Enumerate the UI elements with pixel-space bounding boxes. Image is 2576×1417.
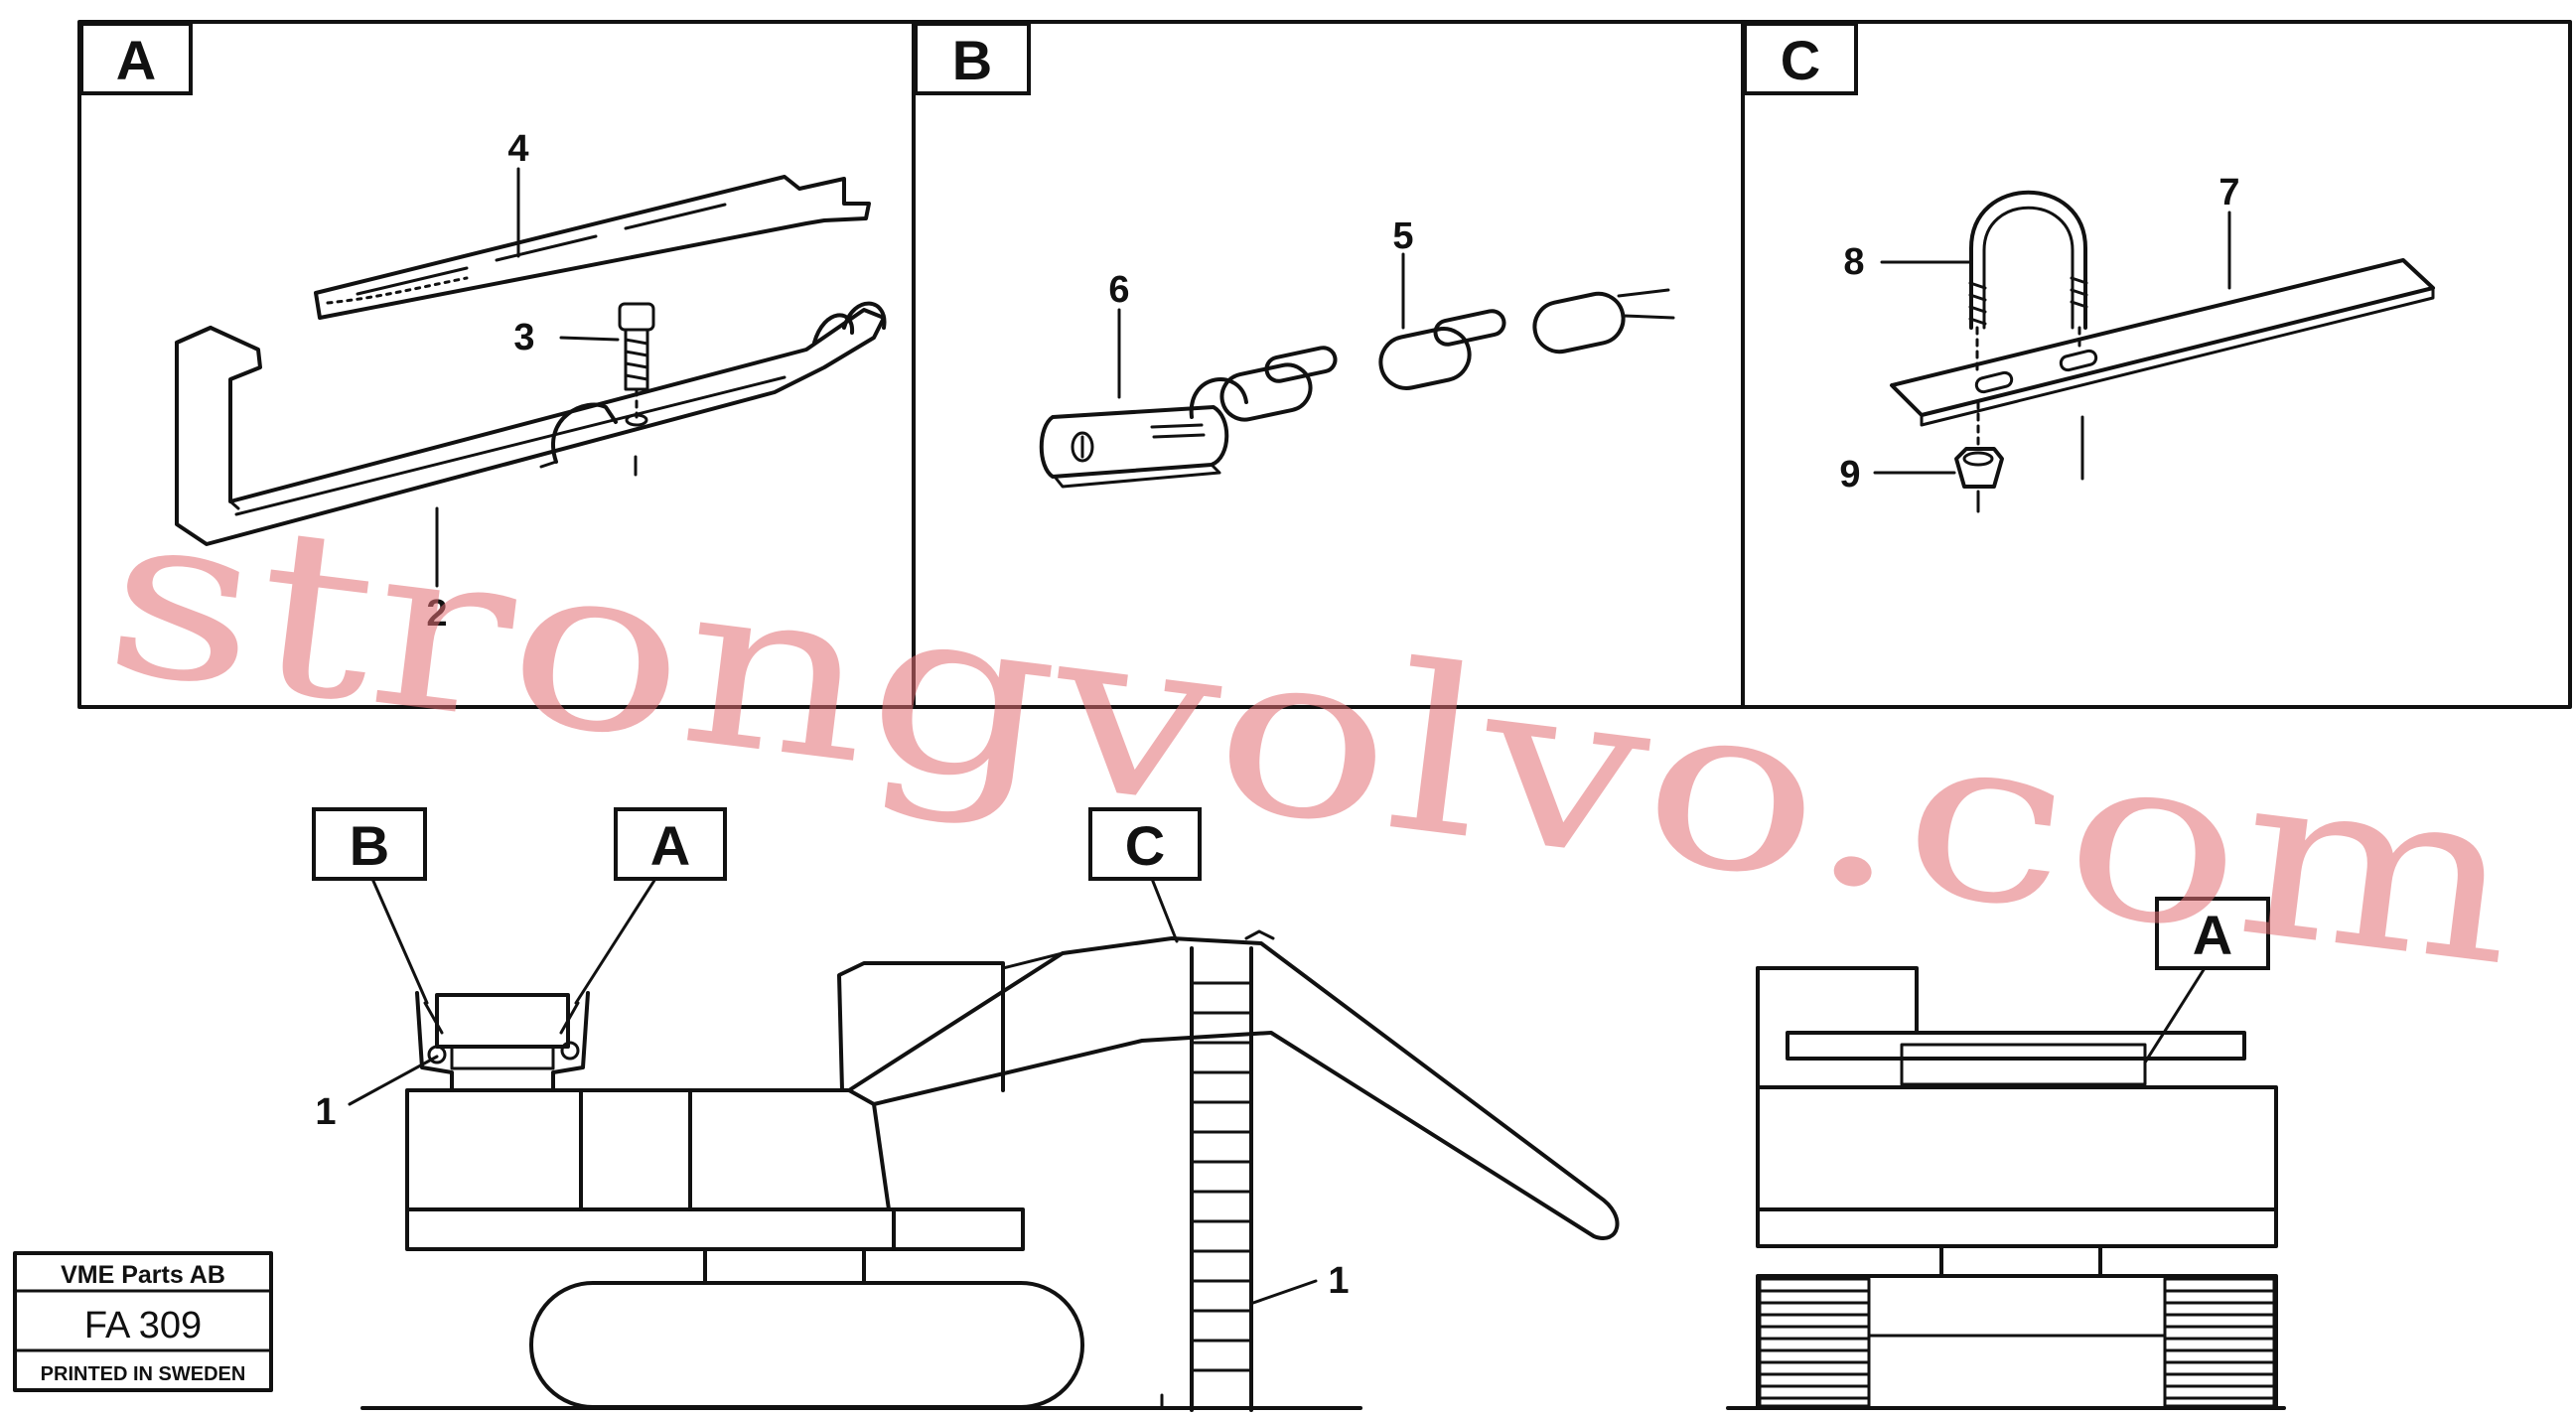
callout-letter-b: B	[350, 814, 389, 877]
chain-part-5	[1219, 288, 1675, 422]
ladder	[1190, 929, 1275, 1412]
nut-part-9	[1954, 400, 2004, 513]
title-block: VME Parts AB FA 309 PRINTED IN SWEDEN	[13, 1251, 273, 1392]
machine-front-view	[1726, 966, 2286, 1410]
callout-box-a-front	[2155, 897, 2270, 970]
part-label-9: 9	[1839, 454, 1860, 496]
panel-a-letter: A	[116, 29, 156, 91]
part-label-4: 4	[507, 128, 528, 170]
callout-letter-a-front: A	[2193, 904, 2232, 966]
callout-box-b	[312, 807, 427, 881]
padlock-part-6	[1039, 377, 1248, 489]
overview-callouts: B A C A 1 1	[312, 807, 2270, 1305]
plate-part-7	[1890, 258, 2435, 481]
u-bolt-part-8	[1968, 190, 2088, 371]
panel-c-letter-box	[1743, 22, 1858, 95]
part-label-3: 3	[513, 317, 534, 358]
title-block-drawing-number: FA 309	[84, 1305, 202, 1346]
panel-c: C 7 8 9	[1743, 22, 2435, 513]
detail-panels-frame	[77, 20, 2572, 709]
callout-box-a	[614, 807, 727, 881]
overview-part-label-1-ladder: 1	[1328, 1260, 1349, 1302]
part-label-5: 5	[1392, 215, 1413, 257]
panel-a: A 4 3	[79, 22, 887, 635]
callout-box-c	[1088, 807, 1202, 881]
overview-part-label-1-roof: 1	[315, 1091, 336, 1133]
bolt-part-3	[618, 302, 655, 427]
panel-b-letter-box	[914, 22, 1031, 95]
track-treads	[1758, 1277, 2276, 1408]
bracket-part-2	[175, 301, 887, 546]
part-label-2: 2	[426, 593, 447, 635]
crawler-track	[529, 1281, 1084, 1409]
callout-letter-c: C	[1125, 814, 1165, 877]
title-block-printed: PRINTED IN SWEDEN	[41, 1363, 246, 1385]
strap-part-4	[314, 175, 871, 320]
part-label-8: 8	[1843, 241, 1864, 283]
panel-b-letter: B	[952, 29, 992, 91]
machine-side-view	[360, 929, 1620, 1412]
panel-c-letter: C	[1781, 29, 1820, 91]
title-block-company: VME Parts AB	[61, 1261, 225, 1289]
panel-a-letter-box	[79, 22, 193, 95]
part-label-6: 6	[1108, 269, 1129, 311]
panel-b: B 5 6	[914, 22, 1675, 489]
watermark: strongvolvo.com	[93, 459, 2530, 1017]
callout-letter-a: A	[650, 814, 690, 877]
part-label-7: 7	[2218, 172, 2239, 213]
